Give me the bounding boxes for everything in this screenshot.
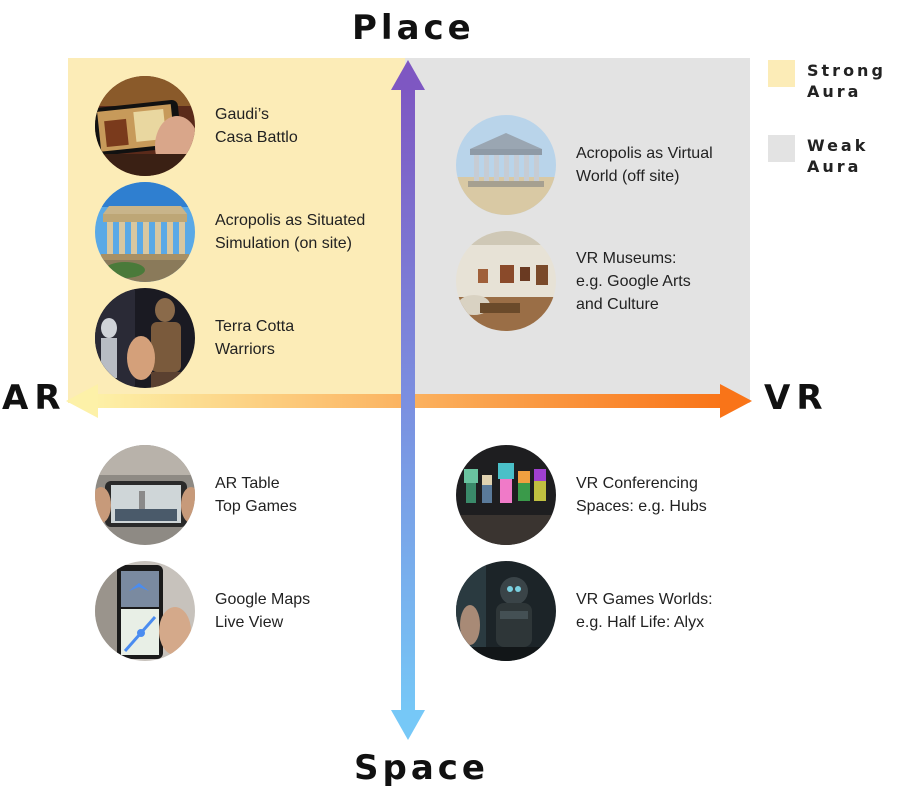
entry-vr-museums: VR Museums: e.g. Google Arts and Culture <box>456 231 691 331</box>
entry-text: VR Museums: e.g. Google Arts and Culture <box>576 247 691 316</box>
entry-line: e.g. Half Life: Alyx <box>576 614 705 631</box>
acropolis-virtual-image <box>456 115 556 215</box>
vr-conferencing-image <box>456 445 556 545</box>
entry-line: Gaudi’s <box>215 106 269 123</box>
entry-line: Top Games <box>215 498 297 515</box>
entry-acropolis-situated: Acropolis as Situated Simulation (on sit… <box>95 182 365 282</box>
gaudi-casa-battlo-image <box>95 76 195 176</box>
vr-museums-image <box>456 231 556 331</box>
entry-line: AR Table <box>215 475 280 492</box>
entry-line: Terra Cotta <box>215 318 295 335</box>
legend-strong-line2: Aura <box>807 82 862 101</box>
entry-gaudi-casa-battlo: Gaudi’s Casa Battlo <box>95 76 298 176</box>
entry-text: VR Conferencing Spaces: e.g. Hubs <box>576 472 707 518</box>
entry-ar-table-top: AR Table Top Games <box>95 445 297 545</box>
legend-weak-aura: Weak Aura <box>768 135 868 177</box>
entry-line: VR Conferencing <box>576 475 698 492</box>
entry-text: VR Games Worlds: e.g. Half Life: Alyx <box>576 588 713 634</box>
axis-label-place: Place <box>352 8 475 48</box>
entry-text: Gaudi’s Casa Battlo <box>215 103 298 149</box>
legend-strong-aura: Strong Aura <box>768 60 886 102</box>
weak-aura-region <box>405 58 750 403</box>
entry-line: VR Games Worlds: <box>576 591 713 608</box>
vertical-axis-arrow <box>391 60 425 740</box>
entry-text: AR Table Top Games <box>215 472 297 518</box>
legend-strong-line1: Strong <box>807 61 886 80</box>
entry-vr-games: VR Games Worlds: e.g. Half Life: Alyx <box>456 561 713 661</box>
entry-text: Google Maps Live View <box>215 588 310 634</box>
legend-label-weak: Weak Aura <box>807 135 868 177</box>
entry-terra-cotta: Terra Cotta Warriors <box>95 288 294 388</box>
ar-table-top-image <box>95 445 195 545</box>
entry-line: Warriors <box>215 341 275 358</box>
legend-swatch-strong <box>768 60 795 87</box>
legend-swatch-weak <box>768 135 795 162</box>
terra-cotta-warriors-image <box>95 288 195 388</box>
entry-vr-conferencing: VR Conferencing Spaces: e.g. Hubs <box>456 445 707 545</box>
axis-label-space: Space <box>354 748 489 788</box>
vr-games-half-life-image <box>456 561 556 661</box>
entry-line: Casa Battlo <box>215 129 298 146</box>
entry-line: Spaces: e.g. Hubs <box>576 498 707 515</box>
entry-google-maps: Google Maps Live View <box>95 561 310 661</box>
acropolis-situated-image <box>95 182 195 282</box>
entry-text: Acropolis as Situated Simulation (on sit… <box>215 209 365 255</box>
google-maps-live-view-image <box>95 561 195 661</box>
entry-text: Terra Cotta Warriors <box>215 315 294 361</box>
entry-line: Acropolis as Virtual <box>576 145 713 162</box>
legend-weak-line2: Aura <box>807 157 862 176</box>
legend-weak-line1: Weak <box>807 136 869 155</box>
entry-line: Simulation (on site) <box>215 235 352 252</box>
entry-acropolis-virtual: Acropolis as Virtual World (off site) <box>456 115 713 215</box>
entry-line: and Culture <box>576 295 659 313</box>
legend-label-strong: Strong Aura <box>807 60 886 102</box>
entry-line: Live View <box>215 614 284 631</box>
entry-line: e.g. Google Arts <box>576 272 691 290</box>
axis-label-ar: AR <box>2 378 67 418</box>
axis-label-vr: VR <box>764 378 829 418</box>
entry-line: Acropolis as Situated <box>215 212 366 229</box>
entry-line: World (off site) <box>576 168 680 185</box>
entry-line: VR Museums: <box>576 249 677 267</box>
entry-line: Google Maps <box>215 591 311 608</box>
entry-text: Acropolis as Virtual World (off site) <box>576 142 713 188</box>
